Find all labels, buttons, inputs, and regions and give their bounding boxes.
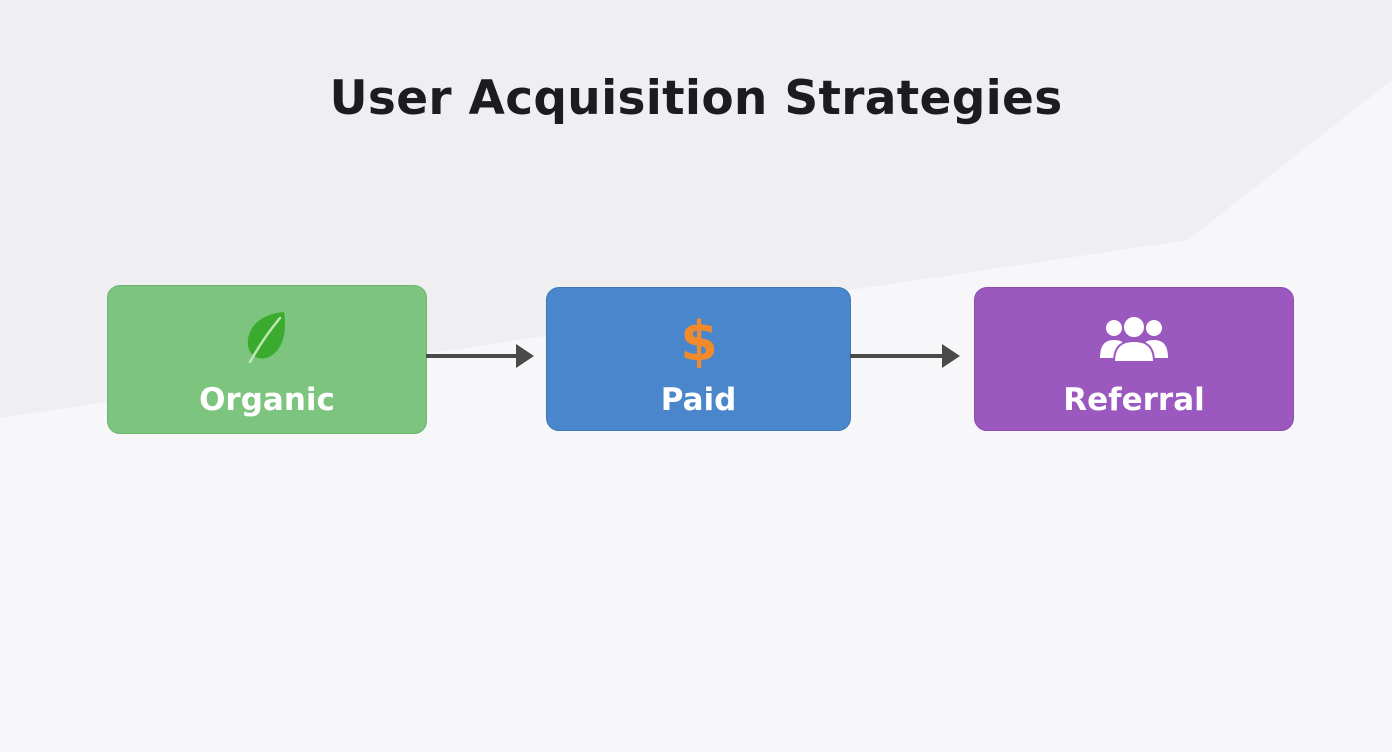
diagram-title: User Acquisition Strategies	[329, 71, 1063, 126]
leaf-icon	[244, 310, 290, 368]
stage-referral: Referral	[974, 287, 1294, 431]
stage-organic: Organic	[107, 285, 427, 434]
people-group-icon	[1100, 314, 1168, 370]
svg-text:$: $	[680, 310, 718, 368]
arrow-paid-to-referral	[850, 344, 960, 368]
stage-label: Organic	[199, 382, 335, 418]
arrow-organic-to-paid	[426, 344, 534, 368]
stage-label: Paid	[660, 382, 737, 418]
dollar-sign-icon: $	[679, 310, 719, 373]
stage-paid: $ Paid	[546, 287, 851, 431]
stage-label: Referral	[1063, 382, 1205, 418]
